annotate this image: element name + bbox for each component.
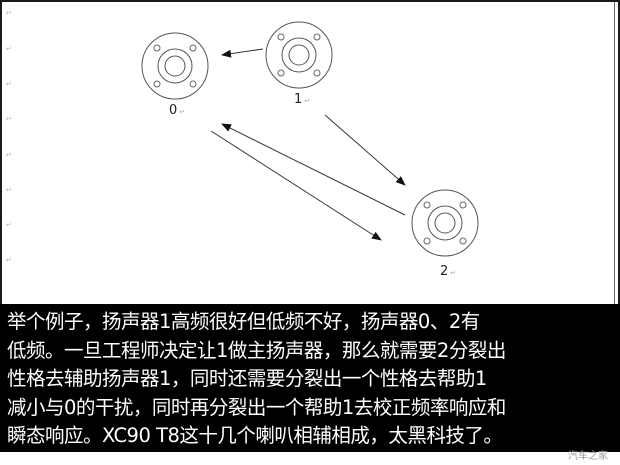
speaker-1-label: 1↵: [294, 92, 310, 107]
speaker-0-icon: [141, 32, 209, 100]
speaker-0-label: 0↵: [169, 103, 185, 118]
paragraph-mark-icon: ↵: [304, 97, 311, 105]
caption-line: 性格去辅助扬声器1，同时还需要分裂出一个性格去帮助1: [7, 367, 487, 390]
caption-line: 瞬态响应。XC90 T8这十几个喇叭相辅相成，太黑科技了。: [7, 424, 503, 447]
speaker-diagram: [141, 21, 479, 257]
watermark: 汽车之家: [568, 451, 608, 462]
caption-line: 举个例子，扬声器1高频很好但低频不好，扬声器0、2有: [7, 310, 480, 333]
arrow-0-to-2: [210, 130, 382, 241]
arrow-1-to-2: [324, 114, 406, 186]
caption-box: 举个例子，扬声器1高频很好但低频不好，扬声器0、2有 低频。一旦工程师决定让1做…: [0, 304, 620, 452]
speaker-1-number: 1: [294, 92, 303, 107]
paragraph-mark-icon: ↵: [6, 9, 12, 17]
speaker-2-number: 2: [440, 264, 449, 279]
paragraph-mark-icon: ↵: [6, 186, 12, 194]
paragraph-mark-icon: ↵: [6, 151, 12, 159]
paragraph-mark-icon: ↵: [6, 256, 12, 264]
paragraph-mark-icon: ↵: [6, 80, 12, 88]
arrow-1-to-0: [221, 48, 264, 58]
document-canvas: [0, 0, 620, 305]
speaker-2-label: 2↵: [440, 264, 456, 279]
caption-line: 减小与0的干扰，同时再分裂出一个帮助1去校正频率响应和: [7, 395, 506, 419]
arrow-2-to-0: [221, 123, 406, 216]
speaker-1-icon: [265, 21, 333, 89]
speaker-0-number: 0: [169, 103, 178, 118]
paragraph-mark-icon: ↵: [179, 108, 186, 116]
paragraph-mark-icon: ↵: [450, 269, 457, 277]
paragraph-mark-icon: ↵: [6, 45, 12, 53]
speaker-2-icon: [411, 189, 479, 257]
paragraph-mark-icon: ↵: [6, 115, 12, 123]
caption-line: 低频。一旦工程师决定让1做主扬声器，那么就需要2分裂出: [7, 338, 506, 362]
page-edge: [614, 2, 615, 305]
paragraph-mark-icon: ↵: [6, 221, 12, 229]
